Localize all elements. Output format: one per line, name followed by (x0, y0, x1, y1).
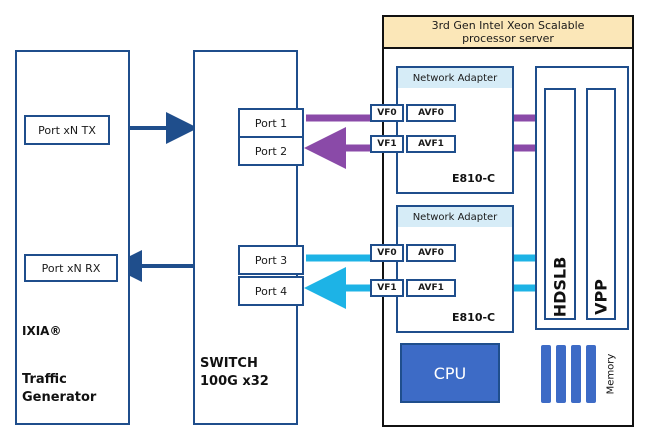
switch-title: SWITCH (200, 356, 258, 371)
server-title-line2: processor server (462, 32, 554, 45)
adapter-1-avf1: AVF1 (406, 135, 456, 153)
adapter-1-header: Network Adapter (398, 68, 512, 88)
adapter-2-header: Network Adapter (398, 207, 512, 227)
switch-port-4: Port 4 (238, 276, 304, 306)
server-title-line1: 3rd Gen Intel Xeon Scalable (431, 19, 585, 32)
adapter-2-avf0: AVF0 (406, 244, 456, 262)
switch-port-2: Port 2 (238, 136, 304, 166)
vpp-box (586, 88, 616, 320)
port-tx-box: Port xN TX (24, 115, 110, 145)
server-block (382, 15, 634, 427)
memory-label: Memory (605, 353, 617, 395)
memory-stick-2 (556, 345, 566, 403)
vpp-label: VPP (591, 279, 611, 315)
adapter-2-vf0: VF0 (370, 244, 404, 262)
port-rx-box: Port xN RX (24, 254, 118, 282)
ixia-brand: IXIA® (22, 324, 62, 338)
generator-label: Generator (22, 390, 97, 405)
adapter-1-vf1: VF1 (370, 135, 404, 153)
adapter-2-vf1: VF1 (370, 279, 404, 297)
switch-port-3: Port 3 (238, 245, 304, 275)
adapter-2-avf1: AVF1 (406, 279, 456, 297)
adapter-2-model: E810-C (452, 311, 496, 324)
memory-stick-1 (541, 345, 551, 403)
switch-port-1: Port 1 (238, 108, 304, 138)
ixia-traffic-generator (15, 50, 130, 425)
adapter-1-avf0: AVF0 (406, 104, 456, 122)
cpu-block: CPU (400, 343, 500, 403)
memory-stick-4 (586, 345, 596, 403)
switch-speed: 100G x32 (200, 374, 269, 389)
memory-stick-3 (571, 345, 581, 403)
hdslb-box (544, 88, 576, 320)
traffic-label: Traffic (22, 372, 67, 387)
adapter-1-vf0: VF0 (370, 104, 404, 122)
hdslb-label: HDSLB (550, 256, 570, 318)
adapter-1-model: E810-C (452, 172, 496, 185)
server-header: 3rd Gen Intel Xeon Scalable processor se… (384, 17, 632, 49)
